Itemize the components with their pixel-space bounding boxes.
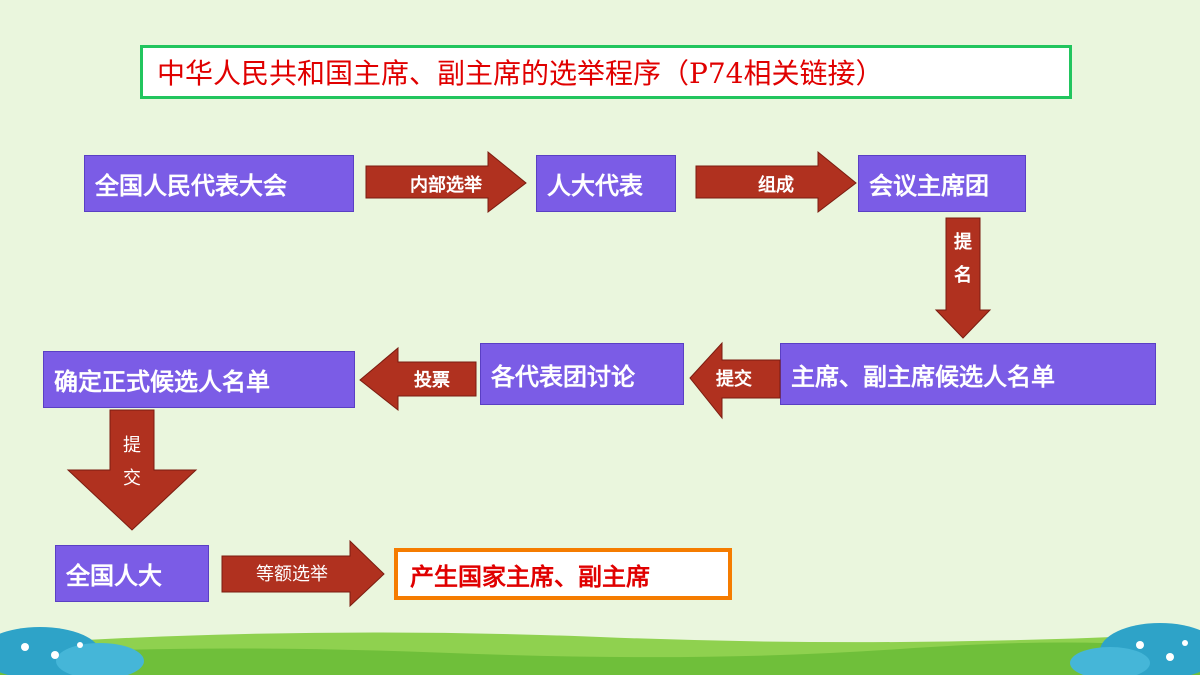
- node-candidates: 主席、副主席候选人名单: [780, 343, 1156, 405]
- node-delegations: 各代表团讨论: [480, 343, 684, 405]
- node-result: 产生国家主席、副主席: [394, 548, 732, 600]
- arrow-internal-election: [365, 150, 527, 214]
- arrow-label-submit-v2: 交: [123, 468, 141, 489]
- arrow-label-equal-election: 等额选举: [256, 564, 328, 585]
- diagram-title: 中华人民共和国主席、副主席的选举程序（P74相关链接）: [140, 45, 1072, 99]
- arrow-equal-election: [221, 539, 385, 608]
- node-npc-short: 全国人大: [55, 545, 209, 602]
- node-deputies: 人大代表: [536, 155, 676, 212]
- arrow-label-nominate-2: 名: [954, 264, 972, 286]
- arrow-compose: [695, 150, 857, 214]
- arrow-nominate: [934, 217, 992, 339]
- node-final-list: 确定正式候选人名单: [43, 351, 355, 408]
- arrow-label-submit: 提交: [716, 368, 752, 390]
- arrow-submit: [689, 341, 781, 420]
- grass-decoration: [0, 623, 1200, 675]
- arrow-submit-down: [66, 409, 198, 531]
- node-npc: 全国人民代表大会: [84, 155, 354, 212]
- arrow-label-nominate-1: 提: [954, 231, 973, 253]
- node-presidium: 会议主席团: [858, 155, 1026, 212]
- arrow-label-internal-election: 内部选举: [410, 174, 483, 196]
- arrow-label-vote: 投票: [414, 369, 450, 391]
- arrow-vote: [359, 346, 477, 412]
- arrow-label-submit-v1: 提: [123, 435, 141, 456]
- arrow-label-compose: 组成: [758, 174, 794, 196]
